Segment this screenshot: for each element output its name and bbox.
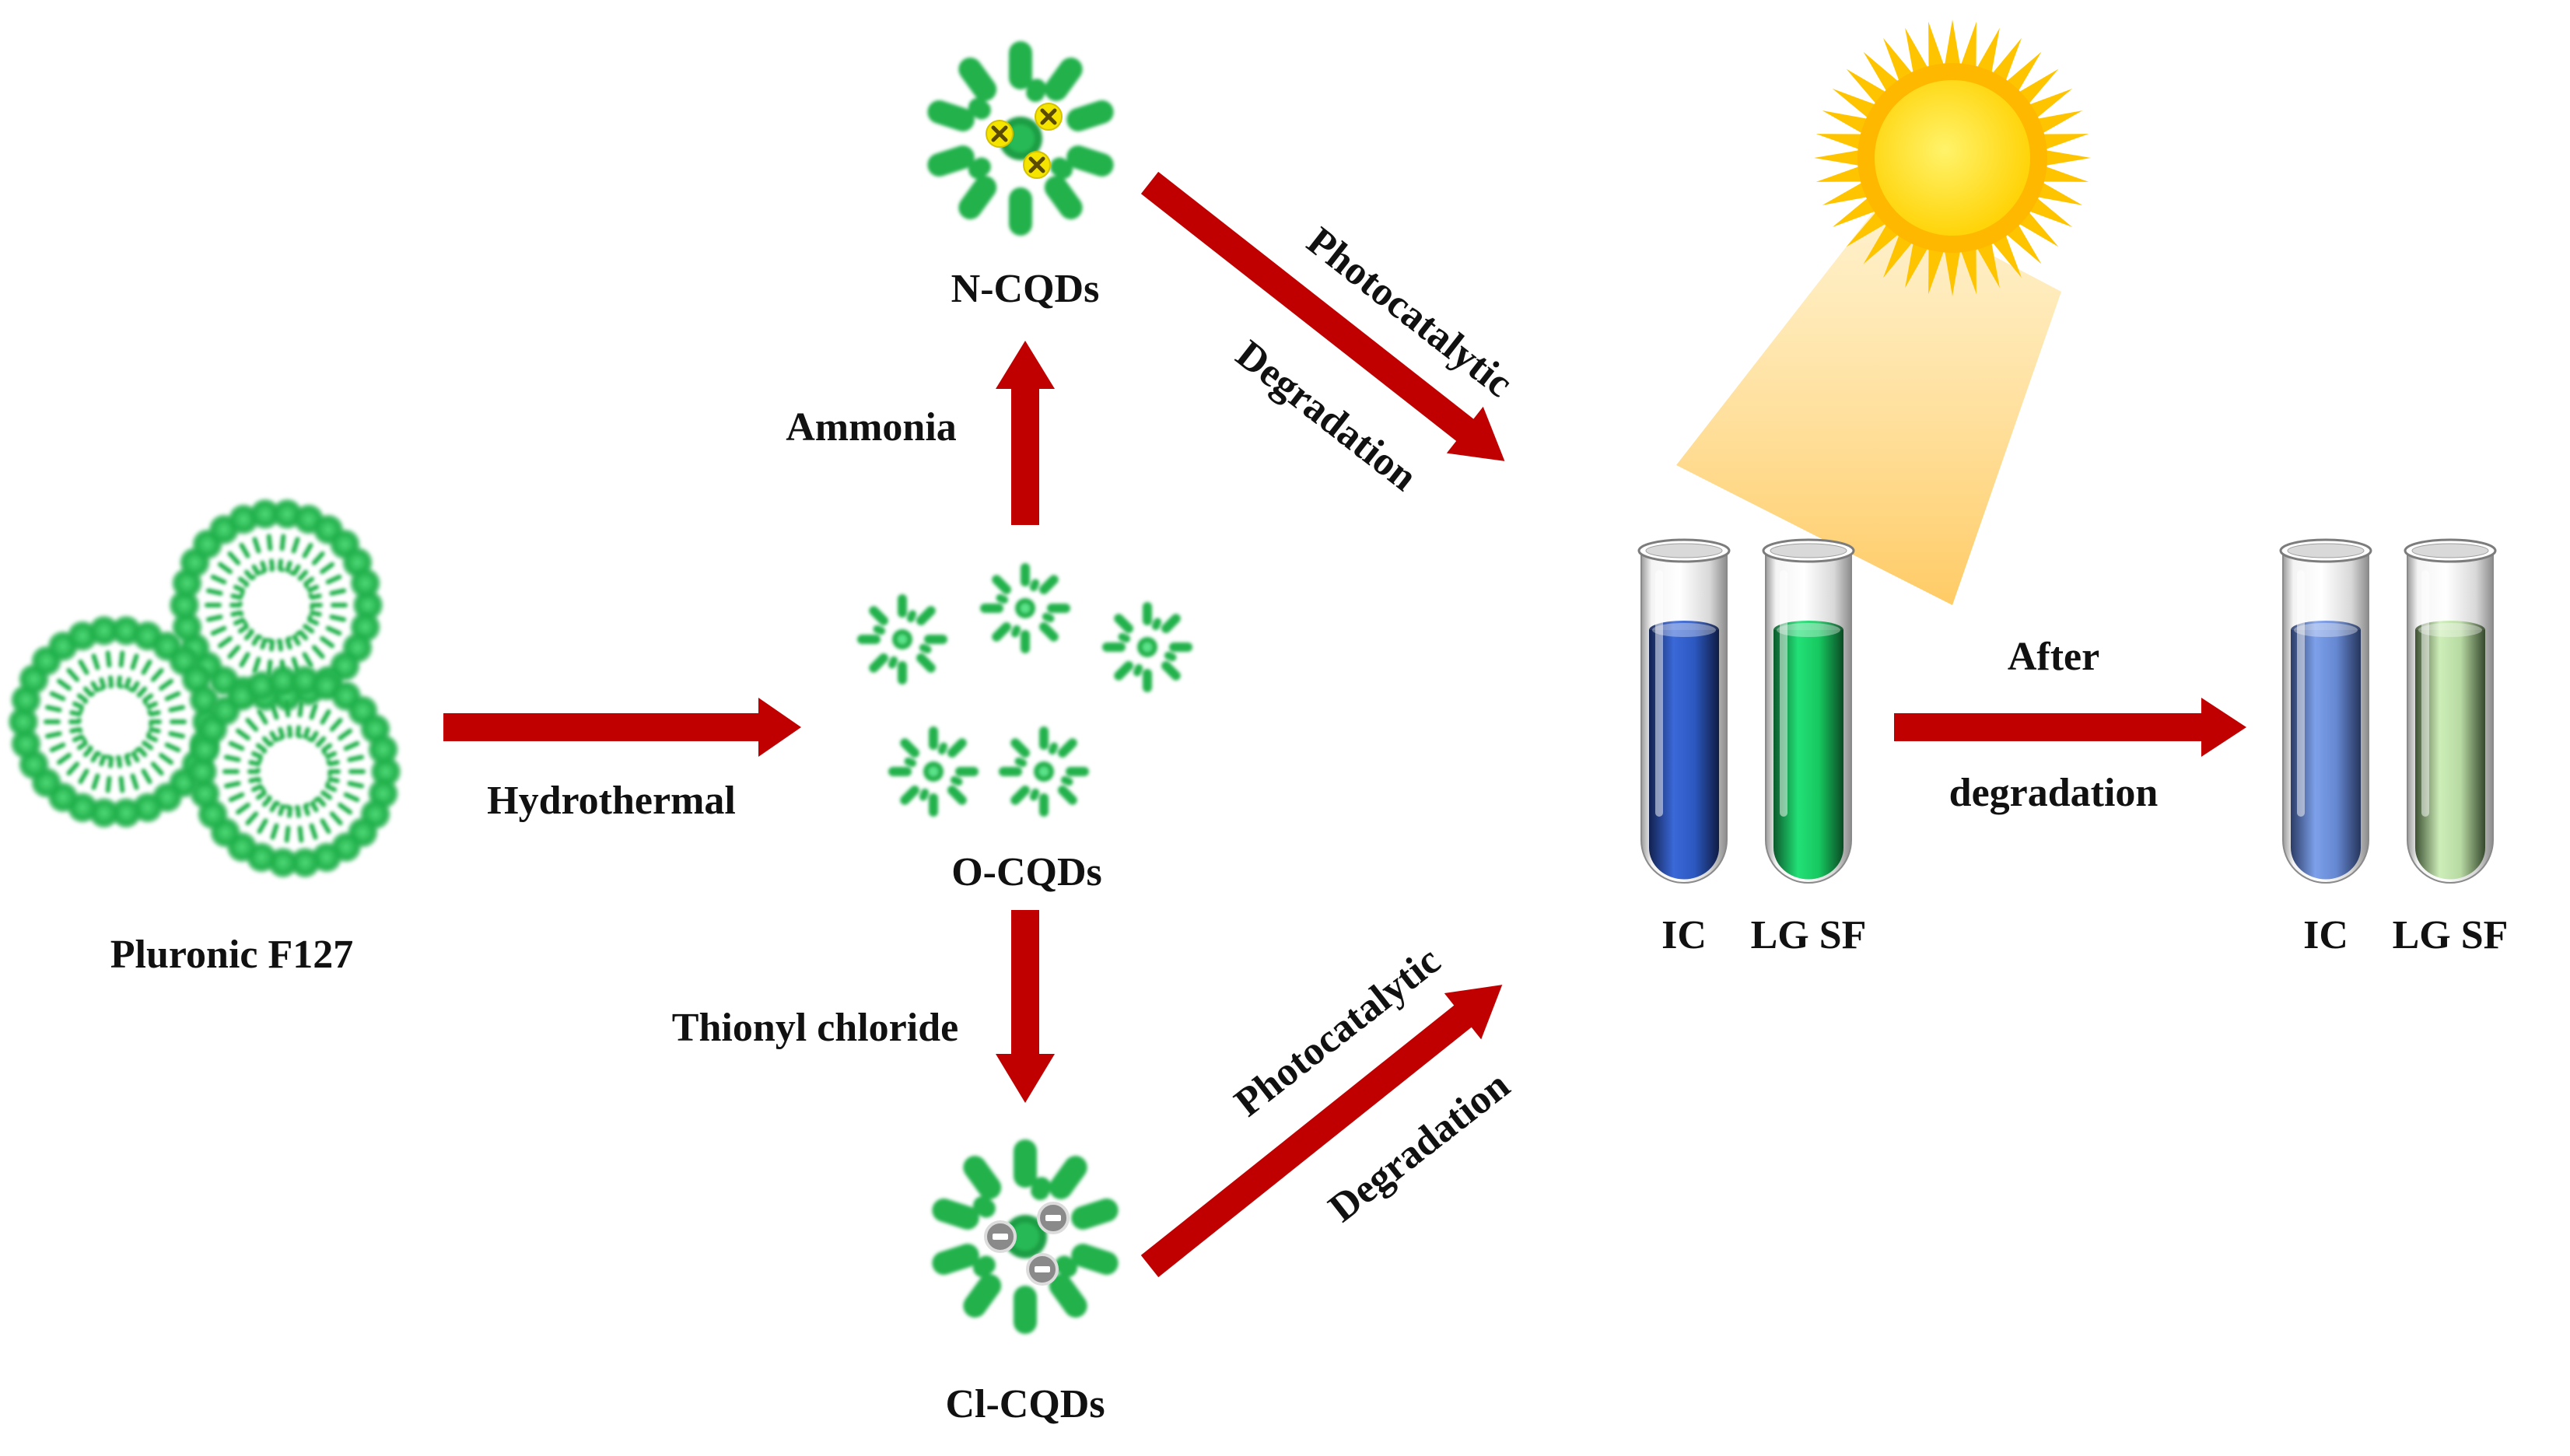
sun-disc — [1875, 80, 2030, 236]
tube-lgsf-before-label: LG SF — [1750, 913, 1867, 957]
o-cqd-particle — [1102, 602, 1192, 692]
o-cqd-particle — [980, 563, 1070, 653]
yellow-star-dopant-icon — [1023, 151, 1051, 179]
test-tubes-before — [1637, 538, 1855, 884]
photocatalytic-arrow-top — [1140, 171, 1505, 461]
tube-ic-before — [1637, 538, 1731, 884]
ammonia-label: Ammonia — [786, 405, 957, 450]
cl-cqd-particle — [929, 1139, 1122, 1334]
after-label: After — [2007, 635, 2100, 679]
yellow-star-dopant-icon — [1035, 103, 1063, 131]
micelle — [187, 664, 401, 879]
photocatalytic-arrow-bottom — [1140, 985, 1503, 1278]
o-cqd-particle — [888, 726, 979, 817]
o-cqd-particle — [857, 594, 947, 684]
test-tubes-after — [2279, 538, 2497, 884]
light-beam — [1676, 198, 2061, 605]
o-cqds-cluster — [857, 563, 1192, 817]
n-cqds-label: N-CQDs — [951, 267, 1100, 311]
grey-chloride-ion-icon — [1037, 1202, 1070, 1234]
arrows — [443, 171, 2246, 1278]
cl-cqds-label: Cl-CQDs — [945, 1382, 1105, 1426]
o-cqds-label: O-CQDs — [951, 850, 1102, 894]
o-cqd-particle — [999, 726, 1089, 817]
tube-lgsf-after — [2404, 538, 2497, 884]
ammonia-arrow — [996, 341, 1055, 525]
grey-chloride-ion-icon — [984, 1220, 1017, 1253]
tube-lgsf-after-label: LG SF — [2392, 913, 2509, 957]
after-degradation-arrow — [1894, 698, 2246, 757]
tube-ic-after-label: IC — [2303, 913, 2348, 957]
tube-ic-after — [2279, 538, 2372, 884]
degradation-after-label: degradation — [1949, 771, 2159, 815]
pluronic-f127-label: Pluronic F127 — [110, 933, 354, 977]
n-cqd-particle — [924, 41, 1117, 236]
pluronic-f127-micelles — [8, 498, 401, 879]
tube-ic-before-label: IC — [1661, 913, 1707, 957]
hydrothermal-arrow — [443, 698, 801, 757]
hydrothermal-label: Hydrothermal — [487, 779, 736, 823]
tube-lgsf-before — [1762, 538, 1855, 884]
thionyl-chloride-label: Thionyl chloride — [671, 1006, 959, 1050]
sun-icon — [1814, 19, 2091, 296]
thionyl-chloride-arrow — [996, 910, 1055, 1103]
grey-chloride-ion-icon — [1026, 1253, 1059, 1286]
yellow-star-dopant-icon — [986, 120, 1014, 148]
